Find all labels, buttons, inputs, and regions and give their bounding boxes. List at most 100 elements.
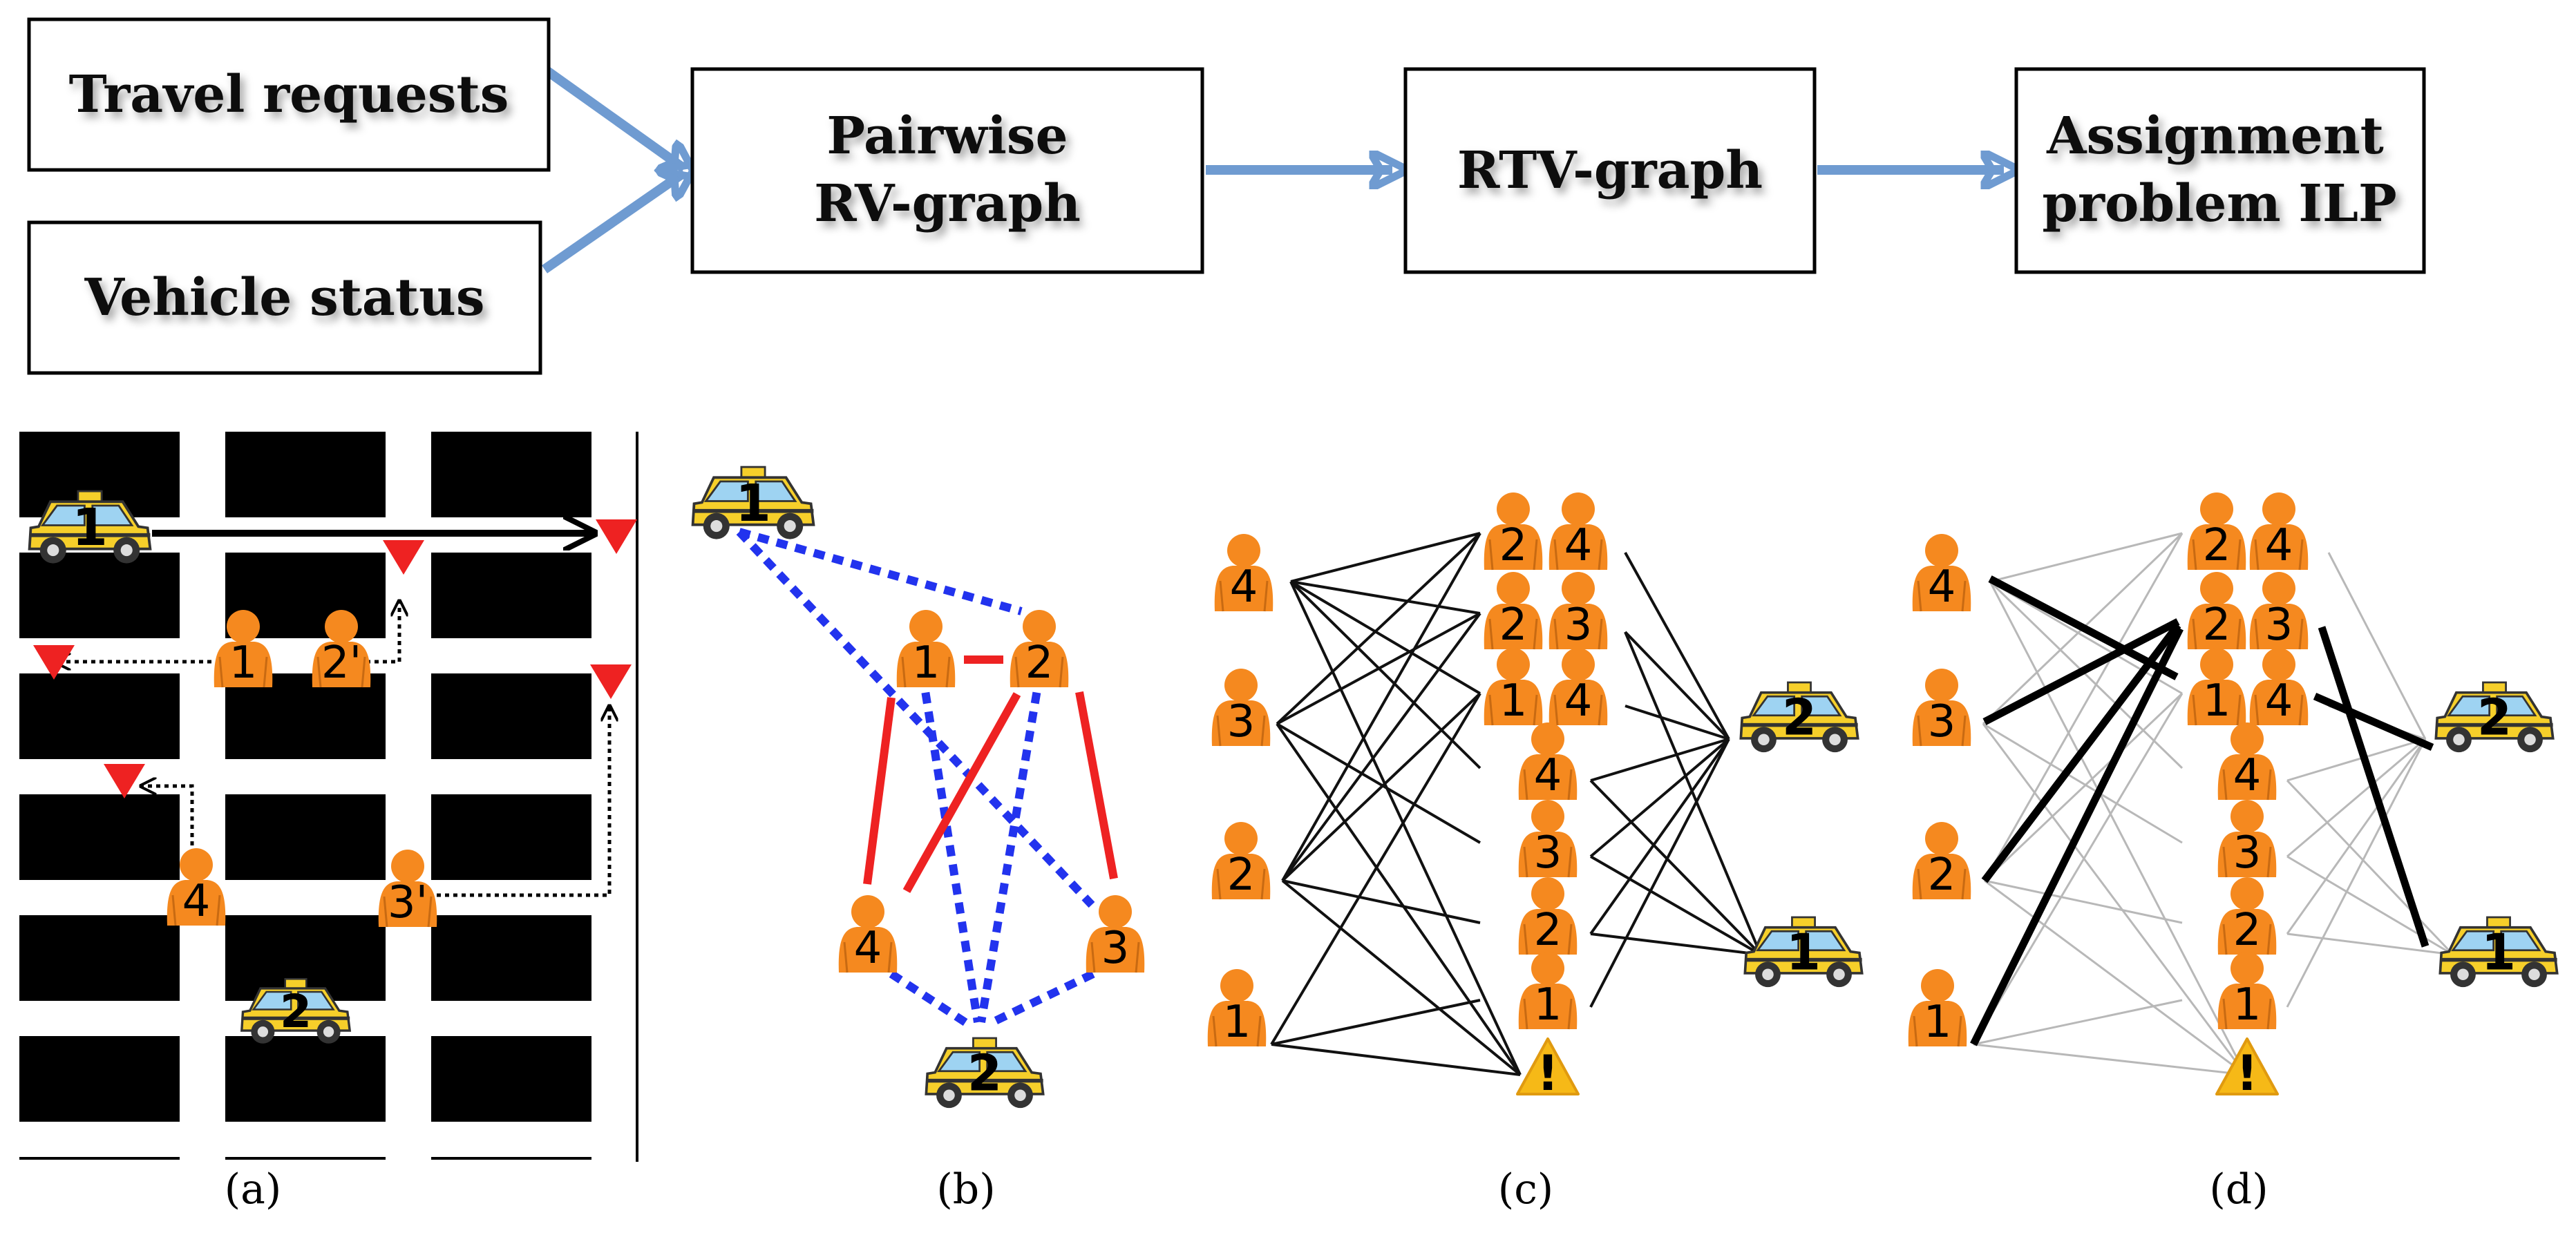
rv-vehicle-1: 1: [691, 466, 815, 541]
rtv-vehicles: 2 1: [1739, 681, 1864, 989]
rtv-trip-4: 4: [1517, 721, 1578, 801]
svg-text:2: 2: [1499, 520, 1528, 571]
svg-text:4: 4: [1928, 562, 1956, 613]
caption-c: (c): [1498, 1165, 1553, 1214]
svg-text:4: 4: [1564, 676, 1593, 727]
flow-arrows: [541, 65, 2004, 274]
assigned-trip-to-v2: [2313, 692, 2434, 751]
svg-text:4: 4: [854, 923, 882, 974]
rtv-trip-2-3: 2 3: [1483, 571, 1609, 651]
rr-edges: [863, 655, 1118, 893]
assign-vehicle-2: 2: [2434, 681, 2555, 754]
svg-text:4: 4: [1564, 520, 1593, 571]
svg-text:1: 1: [1924, 997, 1952, 1048]
assign-trips: 2 4 2 3 1 4 4 3 2 1: [2186, 491, 2309, 1031]
assign-request-2: 2: [1911, 821, 1972, 901]
rtv-vehicle-1: 1: [1743, 916, 1864, 989]
svg-text:1: 1: [1499, 676, 1528, 727]
svg-text:2: 2: [1928, 850, 1956, 901]
svg-text:1: 1: [2233, 979, 2262, 1031]
rtv-trip-2-4: 2 4: [1483, 491, 1609, 571]
map-request-2: 2': [311, 609, 372, 689]
svg-text:3: 3: [1564, 600, 1593, 651]
assign-request-3: 3: [1911, 667, 1972, 747]
assign-trip-2: 2: [2217, 876, 2277, 956]
svg-text:2: 2: [1782, 688, 1817, 746]
svg-text:2: 2: [2233, 905, 2262, 956]
svg-text:!: !: [2236, 1045, 2258, 1102]
rtv-trip-2: 2: [1517, 876, 1578, 956]
assign-vehicle-1: 1: [2438, 916, 2559, 989]
svg-text:3': 3': [388, 877, 428, 928]
box-travel-requests: Travel requests: [27, 17, 551, 172]
svg-text:3: 3: [1227, 696, 1256, 747]
assigned-r3-to-trip: [1982, 618, 2180, 725]
svg-text:1: 1: [2203, 676, 2231, 727]
edge-r1-v2: [918, 673, 982, 1023]
rtv-vehicle-2: 2: [1739, 681, 1859, 754]
assigned-r4-to-trip: [1988, 575, 2179, 680]
svg-text:1: 1: [2481, 923, 2516, 981]
svg-text:2: 2: [280, 984, 312, 1038]
map-requests: 1 2' 3' 4: [166, 609, 438, 928]
request-4-path: [141, 786, 194, 870]
edge-r4-v2: [889, 970, 970, 1028]
rtv-trip-1: 1: [1517, 950, 1578, 1031]
edge-r2-r4: [902, 692, 1021, 893]
edge-r3-v2: [987, 970, 1095, 1028]
rtv-request-2: 2: [1211, 821, 1271, 901]
assign-requests: 4 3 2 1: [1907, 533, 1972, 1048]
svg-text:2: 2: [1025, 638, 1054, 689]
pairwise-label: Pairwise: [826, 106, 1068, 166]
rv-request-4: 4: [837, 894, 898, 974]
panel-captions: (a) (b) (c) (d): [225, 1165, 2269, 1214]
rv-graph-label: RV-graph: [814, 174, 1081, 233]
caption-d: (d): [2209, 1165, 2268, 1214]
assigned-trip-to-v1: [2318, 626, 2430, 948]
map-vehicle-1: 1: [28, 490, 152, 565]
svg-text:3: 3: [1534, 827, 1562, 879]
svg-text:2: 2: [967, 1044, 1002, 1102]
request-2-path: [366, 601, 399, 664]
svg-text:1: 1: [229, 638, 258, 689]
edge-v1-r4: [736, 528, 1095, 908]
rtv-graph-label: RTV-graph: [1457, 141, 1763, 200]
request-3-path: [437, 706, 609, 897]
assign-trip-1: 1: [2217, 950, 2277, 1031]
rv-vehicles: 1 2: [691, 466, 1045, 1110]
svg-text:2: 2: [2477, 688, 2512, 746]
assign-warning-icon: !: [2215, 1037, 2279, 1102]
svg-text:3: 3: [1928, 696, 1956, 747]
caption-a: (a): [225, 1165, 282, 1214]
rv-request-1: 1: [896, 609, 956, 689]
assignment-label: Assignment: [2046, 106, 2384, 166]
box-vehicle-status: Vehicle status: [27, 220, 542, 375]
panel-b-rv-graph: 1 2 3 4 1 2: [691, 466, 1146, 1110]
svg-text:2: 2: [1499, 600, 1528, 651]
map-request-1: 1: [213, 609, 274, 689]
map-vehicles: 1 2: [28, 490, 351, 1045]
svg-text:2: 2: [2203, 600, 2231, 651]
vehicle-status-label: Vehicle status: [84, 268, 484, 327]
edge-r1-r4: [863, 697, 896, 885]
svg-text:1: 1: [912, 638, 940, 689]
assign-request-1: 1: [1907, 968, 1968, 1048]
assigned-r2-to-trip: [1981, 622, 2181, 883]
svg-text:4: 4: [2265, 520, 2293, 571]
rtv-request-3: 3: [1211, 667, 1271, 747]
svg-text:3: 3: [2265, 600, 2293, 651]
rtv-warning-icon: !: [1516, 1037, 1580, 1102]
svg-text:4: 4: [1230, 562, 1258, 613]
svg-text:1: 1: [1534, 979, 1562, 1031]
svg-text:1: 1: [735, 474, 771, 533]
svg-text:2: 2: [1534, 905, 1562, 956]
caption-b: (b): [936, 1165, 995, 1214]
rv-request-2: 2: [1009, 609, 1070, 689]
svg-text:1: 1: [72, 498, 108, 557]
assign-trip-2-4: 2 4: [2186, 491, 2309, 571]
svg-text:3: 3: [1101, 923, 1130, 974]
svg-text:2: 2: [2203, 520, 2231, 571]
map-request-4: 4: [166, 847, 227, 927]
rtv-trip-3: 3: [1517, 798, 1578, 879]
